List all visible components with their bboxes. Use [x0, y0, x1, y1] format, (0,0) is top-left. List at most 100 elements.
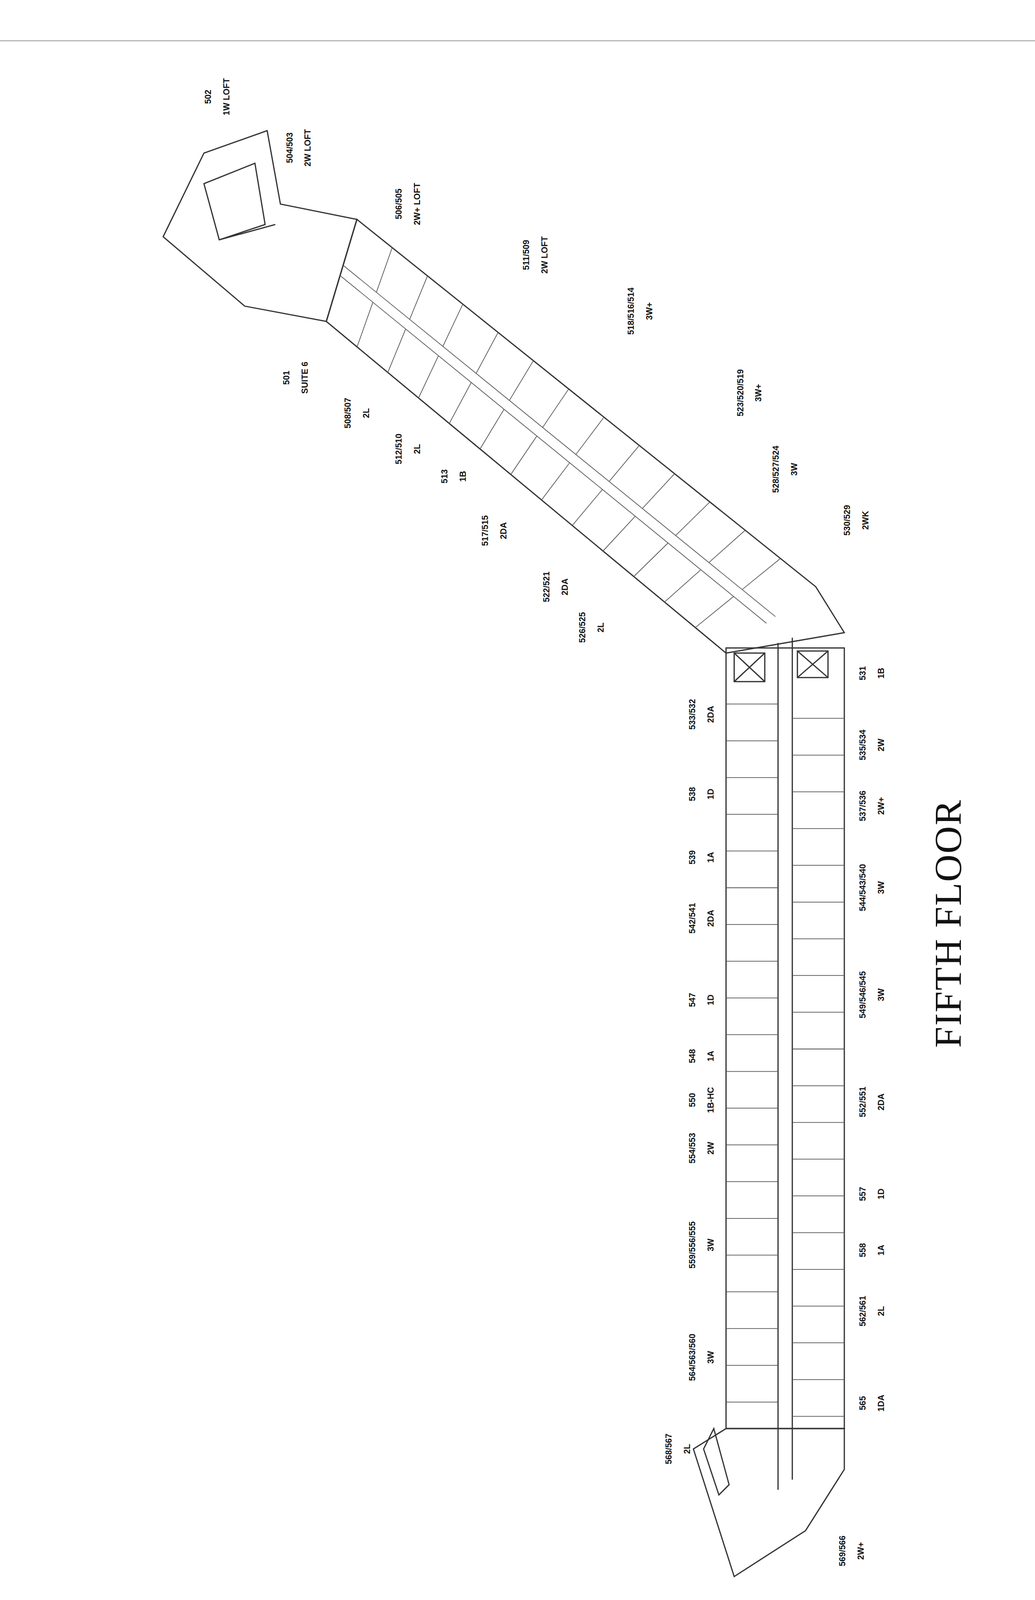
- unit-label: 526/525: [578, 612, 587, 643]
- unit-label: 2DA: [560, 578, 570, 596]
- unit-wall: [792, 974, 845, 976]
- corridor-wall: [777, 642, 779, 1490]
- unit-label: 2W LOFT: [303, 129, 312, 167]
- unit-label: 548: [688, 1048, 697, 1063]
- unit-label: 1A: [706, 851, 716, 863]
- unit-wall: [792, 1231, 845, 1233]
- unit-wall: [792, 1305, 845, 1307]
- unit-label: 501: [282, 370, 291, 385]
- unit-label: 2L: [361, 408, 371, 419]
- unit-label: 538: [688, 786, 697, 801]
- unit-label: 559/556/555: [688, 1220, 697, 1269]
- unit-label: 517/515: [480, 514, 490, 546]
- unit-wall: [725, 850, 778, 852]
- unit-label: 549/546/545: [858, 970, 867, 1019]
- unit-wall: [792, 1415, 845, 1417]
- unit-wall: [792, 827, 845, 829]
- unit-wall: [541, 462, 570, 500]
- unit-label: 539: [688, 849, 697, 865]
- unit-label: 3W: [706, 1237, 716, 1251]
- unit-wall: [479, 409, 505, 449]
- building-outline: [163, 130, 845, 1577]
- unit-wall: [792, 754, 845, 756]
- unit-wall: [542, 388, 569, 428]
- unit-wall: [792, 938, 845, 940]
- unit-label: 2DA: [706, 705, 716, 723]
- unit-wall: [725, 997, 778, 999]
- unit-wall: [725, 1034, 778, 1035]
- unit-label: 528/527/524: [771, 445, 781, 493]
- unit-wall: [449, 382, 472, 424]
- unit-label: 1B: [458, 471, 468, 482]
- unit-wall: [725, 1291, 778, 1293]
- unit-label: 522/521: [542, 571, 551, 602]
- unit-label: 3W: [876, 988, 886, 1002]
- unit-label: 511/509: [521, 239, 531, 270]
- unit-wall: [633, 542, 669, 577]
- unit-wall: [725, 1107, 778, 1109]
- unit-wall: [725, 1217, 778, 1219]
- unit-wall: [792, 1378, 845, 1380]
- unit-wall: [792, 1342, 845, 1344]
- unit-label: 504/503: [285, 132, 295, 164]
- unit-label: 542/541: [688, 902, 697, 934]
- unit-label: 502: [203, 89, 213, 104]
- unit-label: 2DA: [499, 521, 508, 539]
- corridor-wall: [791, 637, 793, 1480]
- unit-wall: [664, 569, 701, 602]
- unit-label: 2DA: [706, 909, 716, 927]
- unit-label: 530/529: [842, 504, 852, 536]
- unit-label: 506/505: [394, 188, 404, 220]
- unit-wall: [792, 1268, 845, 1270]
- unit-label: SUITE 6: [300, 361, 310, 394]
- unit-wall: [792, 717, 845, 719]
- unit-label: 2L: [412, 443, 422, 454]
- unit-label: 2W+: [856, 1541, 866, 1560]
- unit-label: 1D: [706, 994, 716, 1006]
- elevator: [734, 652, 766, 682]
- unit-wall: [725, 776, 778, 778]
- unit-label: 552/551: [858, 1086, 867, 1118]
- unit-label: 2DA: [876, 1093, 886, 1111]
- unit-label: 537/536: [858, 790, 867, 822]
- loft-stair: [203, 163, 276, 240]
- unit-wall: [725, 1401, 778, 1403]
- unit-label: 562/561: [858, 1295, 867, 1327]
- unit-wall: [725, 923, 778, 925]
- top-rule: [0, 40, 1035, 42]
- angled-wing: [326, 219, 845, 654]
- unit-wall: [792, 901, 845, 903]
- unit-label: 523/520/519: [736, 369, 745, 417]
- unit-label: 568/567: [664, 1433, 674, 1465]
- unit-label: 518/516/514: [626, 287, 636, 335]
- unit-wall: [792, 1158, 845, 1160]
- unit-label: 3W+: [754, 383, 763, 402]
- unit-label: 2W LOFT: [540, 236, 549, 274]
- unit-label: 547: [688, 992, 697, 1007]
- unit-label: 3W: [790, 462, 799, 476]
- unit-wall: [387, 328, 406, 373]
- main-wing: [725, 647, 845, 1428]
- unit-wall: [695, 596, 734, 628]
- unit-label: 3W+: [645, 302, 654, 320]
- unit-label: 513: [440, 469, 449, 484]
- unit-label: 2W+ LOFT: [412, 183, 422, 226]
- unit-label: 550: [688, 1092, 697, 1107]
- unit-label: 3W: [876, 881, 886, 894]
- unit-label: 2L: [682, 1443, 692, 1454]
- corridor-wall: [343, 265, 776, 617]
- unit-wall: [609, 445, 640, 482]
- unit-wall: [725, 813, 778, 815]
- unit-wall: [792, 1121, 845, 1123]
- unit-wall: [792, 1048, 845, 1050]
- unit-wall: [572, 489, 603, 526]
- unit-label: 533/532: [688, 698, 697, 730]
- unit-label: 1W LOFT: [222, 78, 231, 116]
- stair: [703, 1428, 730, 1495]
- unit-label: 531: [858, 665, 867, 681]
- unit-wall: [725, 740, 778, 741]
- elevator-mark: [734, 652, 766, 682]
- unit-wall: [792, 1011, 845, 1013]
- unit-wall: [725, 1144, 778, 1145]
